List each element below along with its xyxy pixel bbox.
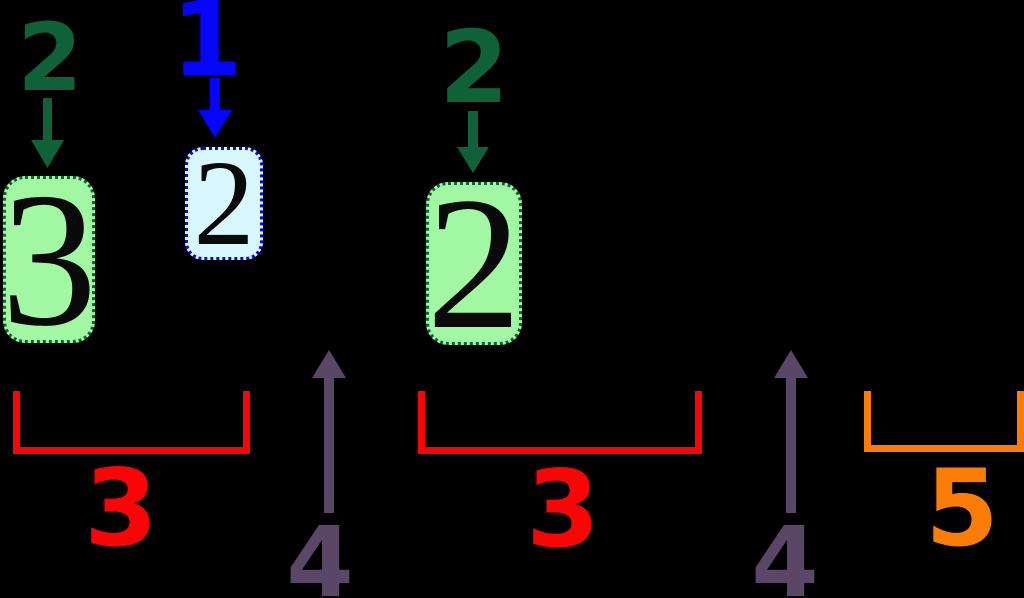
step-label: 1 <box>171 0 243 100</box>
digit-card: 3 <box>1 163 97 355</box>
up-arrow-label: 4 <box>751 505 819 598</box>
up-arrow-label: 4 <box>286 505 354 598</box>
up-arrow-icon <box>312 350 346 513</box>
group-bracket <box>418 391 702 454</box>
bracket-label: 3 <box>84 447 158 570</box>
card-value: 3 <box>1 152 97 366</box>
card-value: 2 <box>426 158 522 369</box>
group-bracket <box>13 391 250 454</box>
bracket-label: 3 <box>526 448 600 571</box>
up-arrow-icon <box>774 350 808 513</box>
digit-card: 2 <box>426 169 522 359</box>
card-value: 2 <box>193 135 255 271</box>
down-arrow-icon <box>198 78 232 138</box>
bracket-label: 5 <box>925 447 999 570</box>
digit-card: 2 <box>185 142 263 264</box>
down-arrow-icon <box>457 111 489 173</box>
step-label: 2 <box>17 4 83 113</box>
step-label: 2 <box>439 9 509 126</box>
down-arrow-icon <box>31 98 64 168</box>
group-bracket <box>864 391 1024 452</box>
